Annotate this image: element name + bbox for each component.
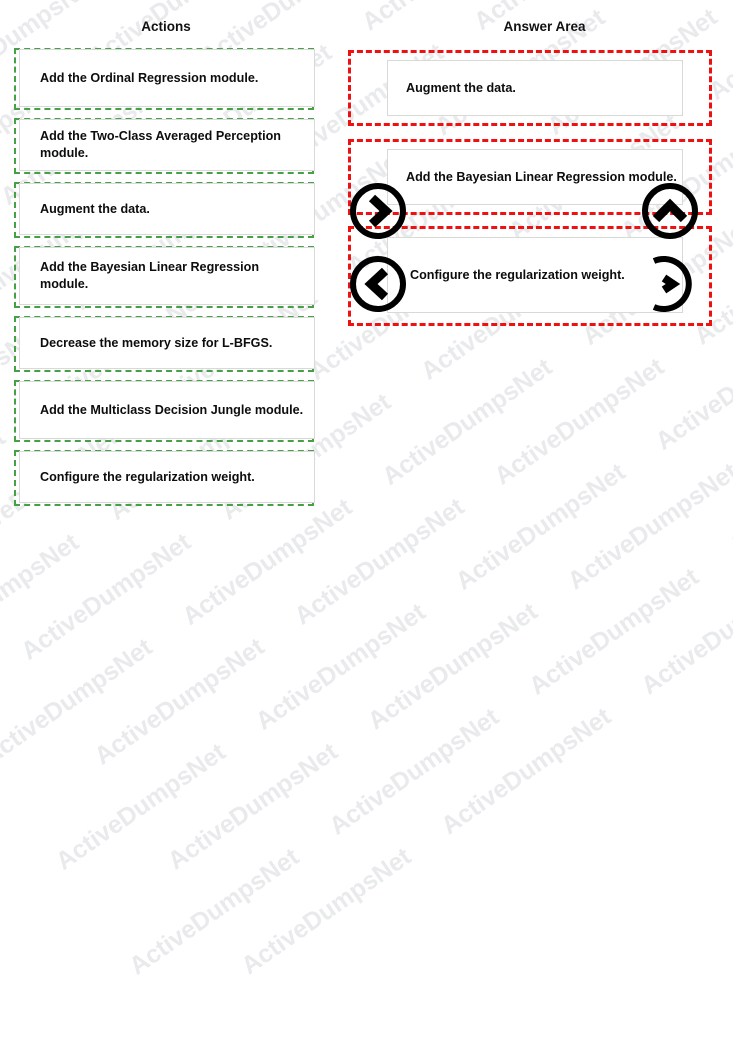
answer-area-column: Answer Area Augment the data. Add the Ba… (340, 0, 733, 557)
actions-heading: Actions (141, 19, 191, 34)
answer-slot-inner[interactable]: Augment the data. (387, 60, 683, 116)
watermark-text: ActiveDumpsNet (236, 842, 417, 981)
answer-slot-label: Configure the regularization weight. (410, 268, 625, 282)
action-item-inner[interactable]: Add the Two-Class Averaged Perception mo… (19, 119, 315, 171)
action-item-inner[interactable]: Augment the data. (19, 183, 315, 235)
watermark-text: ActiveDumpsNet (636, 562, 733, 701)
watermark-text: ActiveDumpsNet (162, 737, 343, 876)
watermark-text: ActiveDumpsNet (0, 633, 158, 771)
action-item[interactable]: Add the Bayesian Linear Regression modul… (14, 246, 315, 308)
action-item-label: Decrease the memory size for L-BFGS. (40, 335, 273, 350)
action-item[interactable]: Add the Ordinal Regression module. (14, 48, 315, 110)
action-item[interactable]: Add the Two-Class Averaged Perception mo… (14, 118, 315, 174)
watermark-text: ActiveDumpsNet (362, 597, 543, 736)
answer-slots-list: Augment the data. Add the Bayesian Linea… (348, 50, 720, 326)
answer-slot[interactable]: Configure the regularization weight. (348, 226, 712, 326)
watermark-text: ActiveDumpsNet (436, 702, 617, 841)
answer-slot[interactable]: Augment the data. (348, 50, 712, 126)
action-item-inner[interactable]: Configure the regularization weight. (19, 451, 315, 503)
action-item-inner[interactable]: Decrease the memory size for L-BFGS. (19, 317, 315, 369)
action-item[interactable]: Configure the regularization weight. (14, 450, 315, 506)
answer-area-heading: Answer Area (503, 19, 586, 34)
action-item-inner[interactable]: Add the Bayesian Linear Regression modul… (19, 247, 315, 305)
watermark-text: ActiveDumpsNet (250, 597, 431, 736)
up-chevron-circle-icon[interactable] (640, 181, 700, 241)
action-item[interactable]: Decrease the memory size for L-BFGS. (14, 316, 315, 372)
action-item-label: Add the Ordinal Regression module. (40, 70, 259, 85)
action-item-label: Add the Two-Class Averaged Perception mo… (40, 129, 281, 160)
watermark-text: ActiveDumpsNet (50, 737, 231, 876)
answer-slot-inner[interactable]: Add the Bayesian Linear Regression modul… (387, 149, 683, 205)
action-item-inner[interactable]: Add the Multiclass Decision Jungle modul… (19, 381, 315, 439)
answer-slot-label: Augment the data. (406, 81, 516, 95)
answer-slot-inner[interactable]: Configure the regularization weight. (387, 237, 683, 313)
answer-slot[interactable]: Add the Bayesian Linear Regression modul… (348, 139, 712, 215)
action-item[interactable]: Augment the data. (14, 182, 315, 238)
action-item-label: Add the Bayesian Linear Regression modul… (40, 260, 260, 291)
watermark-text: ActiveDumpsNet (324, 702, 505, 841)
actions-list: Add the Ordinal Regression module. Add t… (14, 48, 315, 514)
action-item-label: Configure the regularization weight. (40, 469, 255, 484)
action-item-label: Add the Multiclass Decision Jungle modul… (40, 402, 304, 417)
action-item-inner[interactable]: Add the Ordinal Regression module. (19, 49, 315, 107)
watermark-text: ActiveDumpsNet (524, 562, 704, 701)
actions-column: Actions Add the Ordinal Regression modul… (0, 0, 340, 557)
answer-slot-label: Add the Bayesian Linear Regression modul… (406, 170, 677, 184)
action-item[interactable]: Add the Multiclass Decision Jungle modul… (14, 380, 315, 442)
prev-chevron-circle-icon[interactable] (348, 254, 408, 314)
watermark-text: ActiveDumpsNet (124, 842, 305, 981)
watermark-text: ActiveDumpsNet (89, 632, 270, 771)
action-item-label: Augment the data. (40, 201, 150, 216)
next-chevron-circle-icon[interactable] (348, 181, 408, 241)
more-chevron-circle-icon[interactable] (642, 254, 702, 314)
